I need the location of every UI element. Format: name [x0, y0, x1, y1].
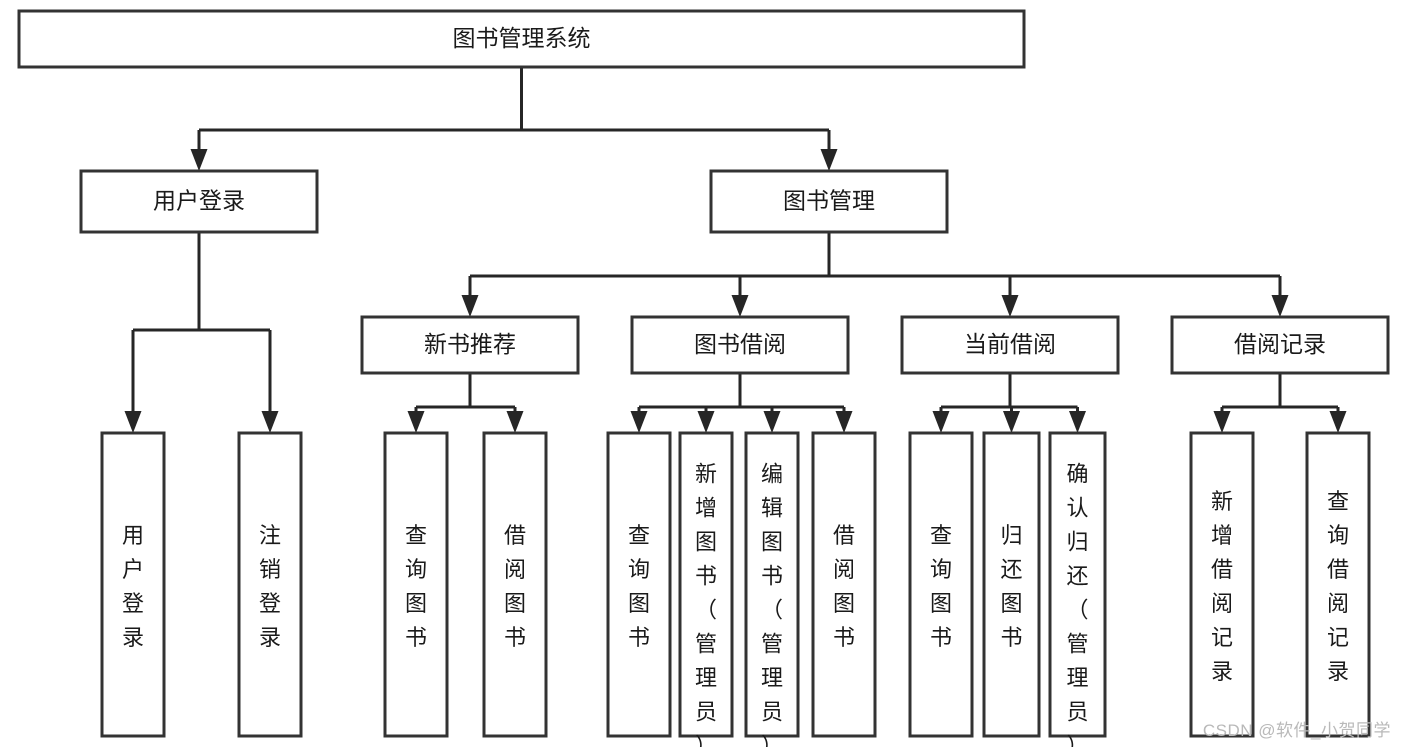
node-box-leaf-borrow-book-2[interactable] — [811, 431, 877, 738]
node-leaf-confirm-return-admin[interactable]: 确认归还（管理员） — [1048, 431, 1107, 747]
node-box-book-manage[interactable] — [709, 169, 949, 234]
node-current-borrow[interactable]: 当前借阅 — [900, 315, 1120, 375]
node-borrow-record[interactable]: 借阅记录 — [1170, 315, 1390, 375]
node-label-leaf-query-book-1: 查询图书 — [405, 523, 427, 650]
arrow-head-icon — [820, 149, 838, 171]
node-label-new-book-rec: 新书推荐 — [424, 331, 516, 357]
node-leaf-query-book-1[interactable]: 查询图书 — [383, 431, 449, 738]
node-leaf-query-borrow-record[interactable]: 查询借阅记录 — [1305, 431, 1371, 738]
connector-group-book-borrow — [630, 373, 853, 433]
node-root[interactable]: 图书管理系统 — [17, 9, 1026, 69]
arrow-head-icon — [1271, 295, 1289, 317]
arrow-head-icon — [1069, 411, 1086, 433]
node-user-login[interactable]: 用户登录 — [79, 169, 319, 234]
node-box-root[interactable] — [17, 9, 1026, 69]
node-label-leaf-confirm-return-admin: 确认归还（管理员） — [1066, 462, 1088, 747]
arrow-head-icon — [932, 411, 950, 433]
node-new-book-rec[interactable]: 新书推荐 — [360, 315, 580, 375]
node-box-leaf-borrow-book-1[interactable] — [482, 431, 548, 738]
node-leaf-borrow-book-2[interactable]: 借阅图书 — [811, 431, 877, 738]
node-label-leaf-logout: 注销登录 — [259, 523, 281, 650]
node-layer: 图书管理系统用户登录图书管理新书推荐图书借阅当前借阅借阅记录用户登录注销登录查询… — [17, 9, 1390, 747]
node-label-leaf-add-book-admin: 新增图书（管理员） — [695, 462, 717, 747]
node-box-leaf-add-borrow-record[interactable] — [1189, 431, 1255, 738]
arrow-head-icon — [407, 411, 425, 433]
arrow-head-icon — [1213, 411, 1231, 433]
node-label-leaf-return-book: 归还图书 — [1000, 523, 1022, 650]
node-box-leaf-user-login[interactable] — [100, 431, 166, 738]
node-leaf-return-book[interactable]: 归还图书 — [982, 431, 1041, 738]
connector-group-book-manage — [461, 232, 1289, 317]
node-box-new-book-rec[interactable] — [360, 315, 580, 375]
arrow-head-icon — [835, 411, 853, 433]
arrow-head-icon — [697, 411, 715, 433]
arrow-head-icon — [461, 295, 479, 317]
node-box-current-borrow[interactable] — [900, 315, 1120, 375]
arrow-head-icon — [1003, 411, 1020, 433]
node-box-leaf-query-book-1[interactable] — [383, 431, 449, 738]
node-label-leaf-user-login: 用户登录 — [122, 523, 144, 650]
node-box-leaf-confirm-return-admin[interactable] — [1048, 431, 1107, 738]
connector-group-borrow-record — [1213, 373, 1347, 433]
node-leaf-edit-book-admin[interactable]: 编辑图书（管理员） — [744, 431, 800, 747]
node-label-leaf-borrow-book-2: 借阅图书 — [833, 523, 855, 650]
arrow-head-icon — [763, 411, 781, 433]
node-leaf-add-borrow-record[interactable]: 新增借阅记录 — [1189, 431, 1255, 738]
arrow-head-icon — [190, 149, 208, 171]
node-box-leaf-edit-book-admin[interactable] — [744, 431, 800, 738]
node-leaf-add-book-admin[interactable]: 新增图书（管理员） — [678, 431, 734, 747]
node-label-book-manage: 图书管理 — [783, 188, 875, 214]
node-leaf-query-book-3[interactable]: 查询图书 — [908, 431, 974, 738]
arrow-head-icon — [1001, 295, 1019, 317]
node-label-leaf-borrow-book-1: 借阅图书 — [504, 523, 526, 650]
node-label-leaf-query-book-2: 查询图书 — [628, 523, 650, 650]
node-box-leaf-add-book-admin[interactable] — [678, 431, 734, 738]
node-label-leaf-add-borrow-record: 新增借阅记录 — [1211, 489, 1233, 684]
node-label-leaf-query-book-3: 查询图书 — [930, 523, 952, 650]
arrow-head-icon — [731, 295, 749, 317]
node-box-book-borrow[interactable] — [630, 315, 850, 375]
node-box-user-login[interactable] — [79, 169, 319, 234]
node-box-borrow-record[interactable] — [1170, 315, 1390, 375]
node-leaf-logout[interactable]: 注销登录 — [237, 431, 303, 738]
connector-group-root — [190, 67, 838, 171]
node-box-leaf-query-book-3[interactable] — [908, 431, 974, 738]
node-box-leaf-return-book[interactable] — [982, 431, 1041, 738]
node-book-borrow[interactable]: 图书借阅 — [630, 315, 850, 375]
node-label-user-login: 用户登录 — [153, 188, 245, 214]
node-leaf-borrow-book-1[interactable]: 借阅图书 — [482, 431, 548, 738]
node-box-leaf-query-book-2[interactable] — [606, 431, 672, 738]
connector-layer — [124, 67, 1347, 433]
watermark-label: CSDN @软件_小贺同学 — [1202, 721, 1391, 740]
arrow-head-icon — [124, 411, 142, 433]
arrow-head-icon — [1329, 411, 1347, 433]
node-label-current-borrow: 当前借阅 — [964, 331, 1056, 357]
connector-group-new-book-rec — [407, 373, 524, 433]
node-label-leaf-edit-book-admin: 编辑图书（管理员） — [761, 462, 783, 747]
node-label-borrow-record: 借阅记录 — [1234, 331, 1326, 357]
node-book-manage[interactable]: 图书管理 — [709, 169, 949, 234]
connector-group-user-login — [124, 232, 279, 433]
node-box-leaf-logout[interactable] — [237, 431, 303, 738]
arrow-head-icon — [261, 411, 279, 433]
node-label-leaf-query-borrow-record: 查询借阅记录 — [1327, 489, 1349, 684]
node-leaf-query-book-2[interactable]: 查询图书 — [606, 431, 672, 738]
node-label-book-borrow: 图书借阅 — [694, 331, 786, 357]
arrow-head-icon — [630, 411, 648, 433]
node-box-leaf-query-borrow-record[interactable] — [1305, 431, 1371, 738]
connector-group-current-borrow — [932, 373, 1086, 433]
node-leaf-user-login[interactable]: 用户登录 — [100, 431, 166, 738]
arrow-head-icon — [506, 411, 524, 433]
node-label-root: 图书管理系统 — [453, 25, 591, 51]
